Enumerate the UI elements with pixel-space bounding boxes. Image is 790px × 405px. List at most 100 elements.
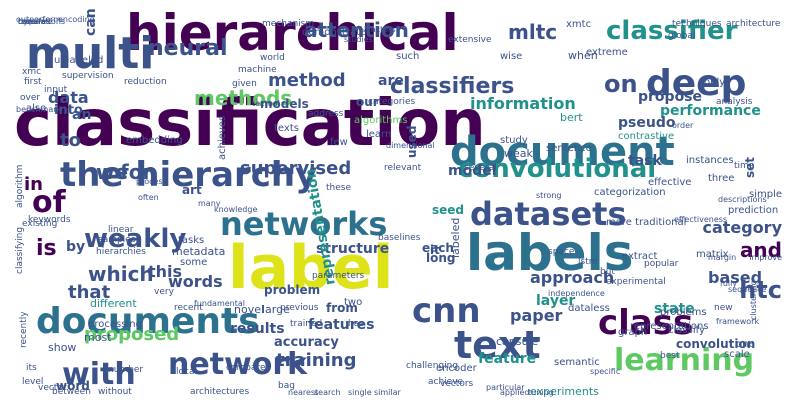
cloud-word: art <box>182 183 202 197</box>
cloud-word: input <box>44 85 68 95</box>
cloud-word: search <box>314 388 341 397</box>
cloud-word: very <box>154 287 174 297</box>
cloud-word: fundamental <box>194 299 245 308</box>
cloud-word: by <box>66 239 86 255</box>
cloud-word: one <box>736 339 755 350</box>
cloud-word: achieves <box>217 115 228 160</box>
cloud-word: tree <box>18 17 35 26</box>
cloud-word: between <box>52 387 91 397</box>
cloud-word: convolution <box>676 337 756 351</box>
cloud-word: many <box>198 199 221 208</box>
cloud-word: order <box>672 121 694 130</box>
cloud-word: challenging <box>406 361 459 371</box>
cloud-word: encoder <box>436 363 477 374</box>
cloud-word: problem <box>264 283 321 297</box>
cloud-word: algorithms <box>354 115 408 126</box>
cloud-word: learn <box>366 129 392 140</box>
cloud-word: textual <box>252 99 280 108</box>
cloud-word: training <box>276 350 357 371</box>
cloud-word: our <box>356 95 379 109</box>
cloud-word: level <box>22 377 44 387</box>
cloud-word: seed <box>432 203 465 217</box>
cloud-word: study <box>500 135 528 146</box>
cloud-word: category <box>702 218 782 237</box>
cloud-word: document <box>450 129 675 175</box>
cloud-word: similar <box>374 388 401 397</box>
cloud-word: when <box>568 49 598 62</box>
cloud-word: few <box>330 137 348 148</box>
cloud-word: words <box>168 272 223 291</box>
cloud-word: long <box>426 251 456 265</box>
cloud-word: number <box>108 365 144 375</box>
cloud-word: nearest <box>288 388 319 397</box>
cloud-word: novel <box>234 303 265 316</box>
cloud-word: into <box>54 103 83 118</box>
cloud-word: has <box>348 319 364 329</box>
cloud-word: recently <box>19 311 29 348</box>
cloud-word: compared <box>226 363 272 373</box>
cloud-word: based <box>708 268 763 287</box>
cloud-word: for <box>120 160 153 184</box>
cloud-word: categorization <box>594 187 666 198</box>
cloud-word: address <box>308 109 344 119</box>
cloud-word: recent <box>174 303 203 313</box>
cloud-word: new <box>714 303 733 313</box>
cloud-word: knowledge <box>214 205 258 214</box>
cloud-word: this <box>148 262 183 281</box>
cloud-word: clustering <box>749 280 758 320</box>
cloud-word: without <box>98 387 132 397</box>
cloud-word: layer <box>536 293 576 309</box>
cloud-word: show <box>48 341 77 354</box>
cloud-word: learning <box>614 343 755 378</box>
cloud-word: architectures <box>190 387 250 397</box>
cloud-word: wise <box>500 51 523 62</box>
cloud-word: contrastive <box>618 131 675 142</box>
cloud-word: that <box>68 282 111 303</box>
cloud-word: each <box>422 241 454 255</box>
cloud-word: baselines <box>378 233 421 243</box>
cloud-word: task <box>628 153 662 169</box>
cloud-word: weak <box>504 147 533 160</box>
cloud-word: paper <box>510 306 563 325</box>
cloud-word: class <box>598 303 694 343</box>
cloud-word: deep <box>646 63 747 104</box>
cloud-word: structure <box>316 241 390 257</box>
cloud-word: classification <box>14 87 486 161</box>
cloud-word: information <box>470 94 576 113</box>
cloud-word: networks <box>220 205 388 243</box>
cloud-word: these <box>326 183 351 193</box>
cloud-word: xmtc <box>566 19 592 30</box>
cloud-word: of <box>32 185 66 220</box>
cloud-word: graph <box>618 327 648 338</box>
cloud-word: classifying <box>15 226 25 274</box>
cloud-word: previous <box>280 303 319 313</box>
cloud-word: is <box>36 236 57 261</box>
cloud-word: extract <box>622 251 658 262</box>
cloud-word: data <box>48 88 89 107</box>
cloud-word: attention <box>304 18 409 42</box>
cloud-word: architecture <box>726 19 781 29</box>
cloud-word: proposed <box>84 324 180 345</box>
cloud-word: from <box>326 301 358 315</box>
cloud-word: network <box>168 347 308 382</box>
cloud-word: multi <box>26 28 155 79</box>
cloud-word: encoding <box>58 15 95 24</box>
cloud-word: requires <box>18 17 51 26</box>
cloud-word: improve <box>749 253 782 262</box>
cloud-word: first <box>24 77 42 87</box>
cloud-word: sentence <box>546 143 592 154</box>
cloud-word: applied <box>500 388 530 397</box>
cloud-word: space <box>548 247 575 257</box>
cloud-word: fully <box>720 279 738 288</box>
cloud-word: texts <box>274 123 299 134</box>
cloud-word: demonstrate <box>302 27 367 38</box>
cloud-word: and <box>739 238 782 262</box>
cloud-word: classifiers <box>390 74 515 99</box>
cloud-word: features <box>308 317 375 333</box>
cloud-word: two <box>344 297 363 308</box>
cloud-word: descriptions <box>718 195 767 204</box>
cloud-word: best <box>660 351 680 361</box>
cloud-word: model <box>448 163 497 179</box>
cloud-word: world <box>260 53 285 63</box>
cloud-word: effectiveness <box>674 215 728 224</box>
